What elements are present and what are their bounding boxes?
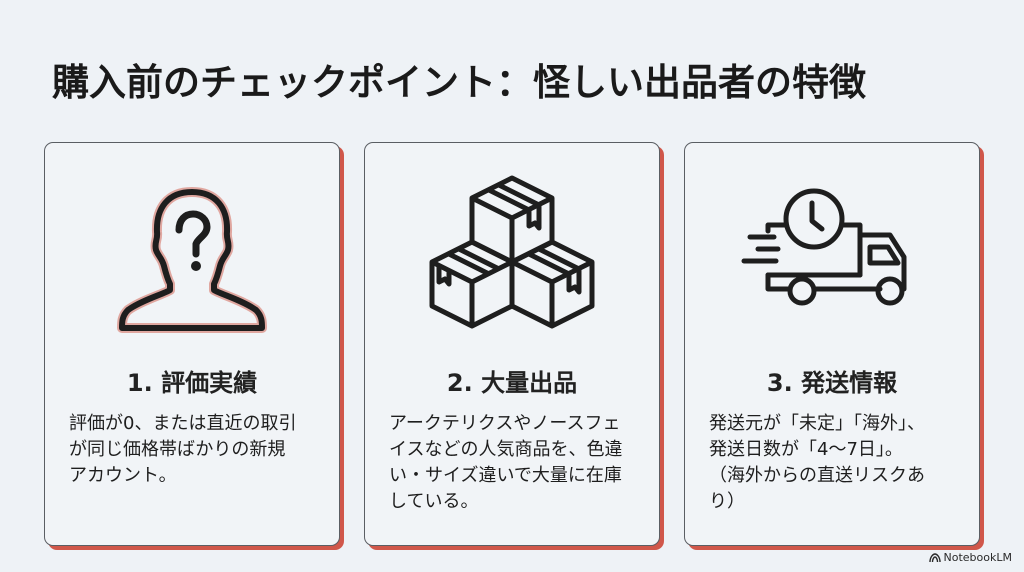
card-title: 1. 評価実績 [126, 369, 258, 397]
card-description-line: 発送日数が「4〜7日」。 [709, 439, 903, 460]
card-description-line: アカウント。 [69, 465, 177, 486]
card-description-line: アークテリクスやノースフェ [389, 413, 621, 434]
card-description: 発送元が「未定」「海外」、 発送日数が「4〜7日」。 （海外からの直送リスクあ … [709, 411, 961, 515]
checkpoint-card-bulk-listing: 2. 大量出品 アークテリクスやノースフェ イスなどの人気商品を、色違 い・サイ… [364, 142, 660, 546]
brand-label: NotebookLM [943, 551, 1012, 564]
card-description-line: り） [709, 491, 745, 512]
stacked-boxes-icon [429, 175, 595, 329]
person-question-icon [117, 187, 267, 333]
checkpoint-card-shipping: 3. 発送情報 発送元が「未定」「海外」、 発送日数が「4〜7日」。 （海外から… [684, 142, 980, 546]
card-description-line: 評価が0、または直近の取引 [69, 413, 297, 434]
card-description-line: している。 [389, 491, 479, 512]
notebooklm-logo-icon [928, 552, 941, 562]
card-description-line: が同じ価格帯ばかりの新規 [69, 439, 286, 460]
card-description-line: イスなどの人気商品を、色違 [389, 439, 623, 460]
card-description: アークテリクスやノースフェ イスなどの人気商品を、色違 い・サイズ違いで大量に在… [389, 411, 641, 515]
page-title: 購入前のチェックポイント：怪しい出品者の特徴 [52, 61, 866, 104]
delivery-truck-clock-icon [741, 188, 907, 306]
card-title: 2. 大量出品 [446, 369, 578, 397]
card-description-line: 発送元が「未定」「海外」、 [709, 413, 925, 434]
card-title: 3. 発送情報 [766, 369, 898, 397]
card-description-line: （海外からの直送リスクあ [709, 465, 925, 486]
card-description-line: い・サイズ違いで大量に在庫 [389, 465, 622, 486]
notebooklm-watermark: NotebookLM [928, 551, 1012, 564]
card-description: 評価が0、または直近の取引 が同じ価格帯ばかりの新規 アカウント。 [69, 411, 321, 489]
checkpoint-card-rating: 1. 評価実績 評価が0、または直近の取引 が同じ価格帯ばかりの新規 アカウント… [44, 142, 340, 546]
